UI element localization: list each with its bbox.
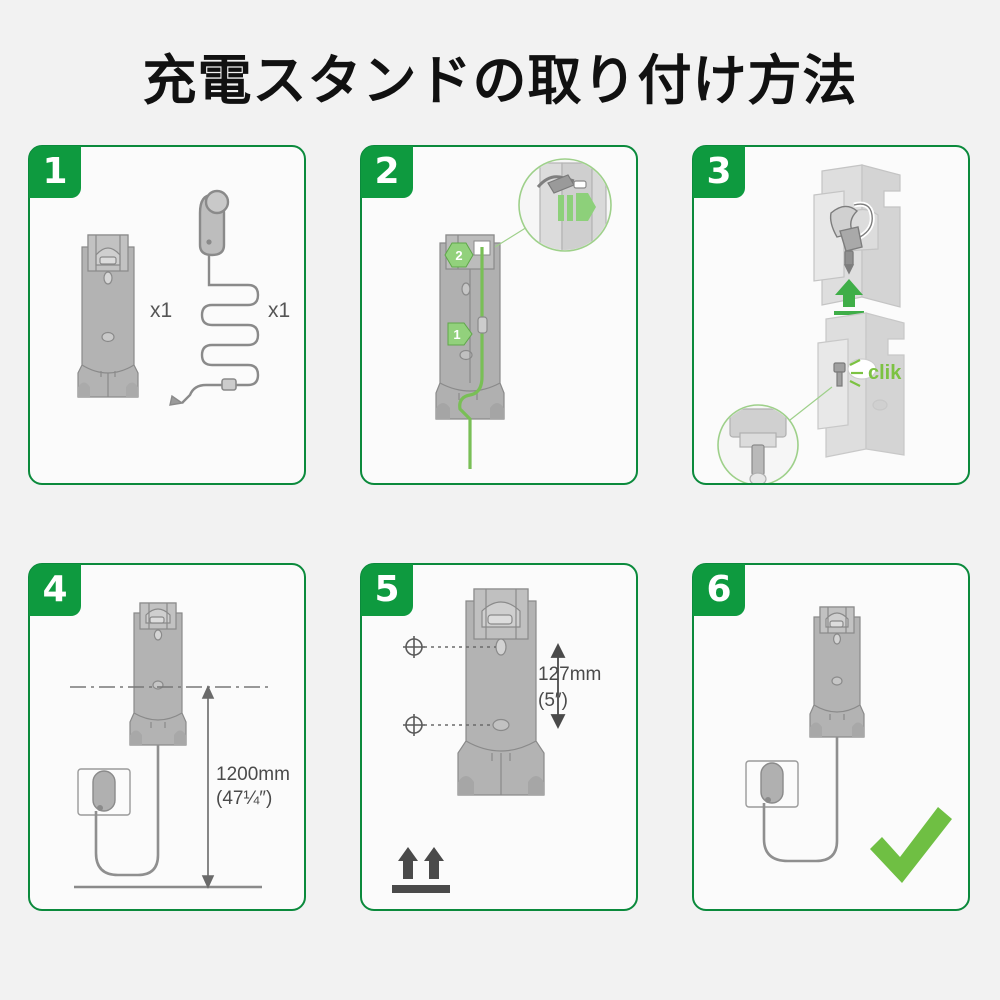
click-sound-lines [849,359,863,387]
height-dimension-mm: 1200mm [216,764,290,785]
step-badge-3: 3 [693,146,745,198]
check-mark-icon [870,807,952,883]
power-adapter-cable-part [169,189,260,406]
installed-power-cable [762,737,839,863]
screw-hole-markers [403,636,425,736]
panel-step-5: 5 [360,563,638,911]
height-dimension-arrow [201,685,215,889]
panel-step-6: 6 [692,563,970,911]
panel-1-illustration: x1 x1 [30,147,304,483]
panel-4-illustration: 1200mm (47¼″) [30,565,304,909]
magnifier-inset-circle [518,158,612,252]
screw-inserted [833,362,846,387]
wall-socket [77,768,131,816]
panel-2-illustration: 2 1 [362,147,636,483]
cable-route-path [458,247,484,469]
panel-3-illustration: clik [694,147,968,483]
panel-5-illustration: 127mm (5″) [362,565,636,909]
detail-inset-circle [717,404,799,483]
step-badge-5: 5 [361,564,413,616]
step-badge-1: 1 [29,146,81,198]
wall-bracket-part [77,234,139,398]
bracket-rear-view [435,234,505,420]
panel-step-3: 3 [692,145,970,485]
panel-step-2: 2 [360,145,638,485]
bracket-perspective-lower [817,312,905,458]
panel-step-4: 4 [28,563,306,911]
step-arrow-two: 2 [444,242,474,268]
svg-text:1: 1 [453,327,460,342]
height-dimension-in: (47¼″) [216,788,273,809]
spacing-dimension-mm: 127mm [538,664,602,685]
step-badge-6: 6 [693,564,745,616]
bracket-front-large [457,588,545,796]
this-way-up-symbol [392,847,450,893]
wall-socket-plugged [745,760,799,808]
svg-text:2: 2 [455,248,462,263]
panel-6-illustration [694,565,968,909]
bracket-qty-label: x1 [150,299,172,322]
cable-qty-label: x1 [268,299,290,322]
clik-text-svg: clik [868,362,902,384]
mounted-bracket [129,602,187,746]
spacing-dimension-arrow [550,642,566,730]
installed-bracket [809,606,865,738]
inset-motion-arrows [558,193,596,221]
connector-plug-upper [829,201,875,275]
panel-step-1: 1 x1 [28,145,306,485]
step-arrow-one: 1 [447,322,473,346]
step-badge-4: 4 [29,564,81,616]
power-cable [94,745,160,877]
page-title: 充電スタンドの取り付け方法 [142,49,858,112]
spacing-dimension-in: (5″) [538,690,568,711]
step-badge-2: 2 [361,146,413,198]
